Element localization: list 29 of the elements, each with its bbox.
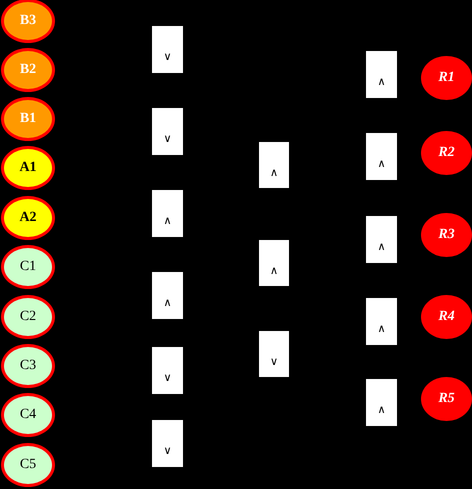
input-oval: B1: [1, 97, 55, 141]
gate-box: ∧: [152, 272, 183, 319]
gate-box: ∨: [152, 420, 183, 467]
input-oval: A2: [1, 196, 55, 240]
gate-box: ∧: [152, 190, 183, 237]
output-oval: R2: [421, 131, 472, 175]
gate-box: ∧: [259, 142, 289, 188]
input-oval: C3: [1, 344, 55, 388]
gate-box: ∨: [152, 26, 183, 73]
input-oval: C5: [1, 443, 55, 487]
gate-box: ∧: [366, 379, 397, 426]
gate-box: ∧: [366, 298, 397, 345]
input-oval: C2: [1, 295, 55, 339]
gate-box: ∧: [259, 240, 289, 286]
output-oval: R5: [421, 377, 472, 421]
gate-box: ∧: [366, 133, 397, 180]
gate-box: ∨: [152, 347, 183, 394]
input-oval: A1: [1, 146, 55, 190]
input-oval: B2: [1, 48, 55, 92]
gate-box: ∧: [366, 216, 397, 263]
input-oval: C4: [1, 393, 55, 437]
output-oval: R4: [421, 295, 472, 339]
gate-box: ∧: [366, 51, 397, 98]
gate-box: ∨: [259, 331, 289, 377]
output-oval: R3: [421, 213, 472, 257]
input-oval: C1: [1, 245, 55, 289]
gate-box: ∨: [152, 108, 183, 155]
input-oval: B3: [1, 0, 55, 43]
output-oval: R1: [421, 56, 472, 100]
